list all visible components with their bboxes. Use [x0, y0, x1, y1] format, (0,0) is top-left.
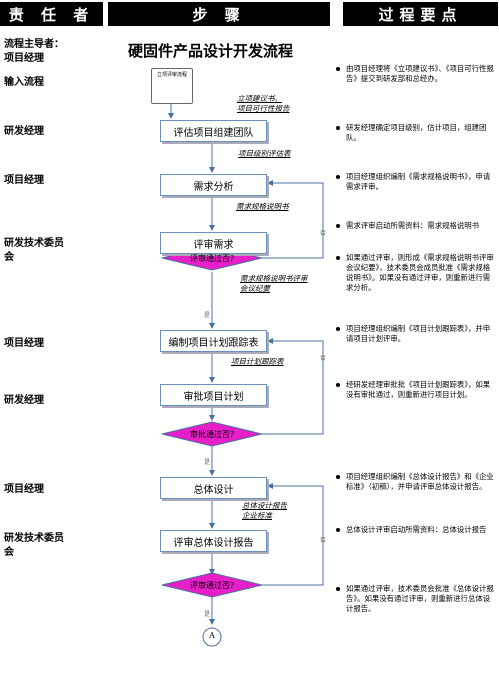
yes-label: 是 [204, 459, 211, 466]
step-assess-team: 评估项目组建团队 [160, 120, 267, 142]
annotation-plan-tracking: 项目计划跟踪表 [231, 357, 284, 366]
point-9: 总体设计评审启动所需资料：总体设计报告 [336, 525, 496, 535]
point-4: 需求评审启动所需资料：需求规格说明书 [336, 221, 496, 231]
step-review-design-report: 评审总体设计报告 [160, 530, 267, 552]
point-10: 如果通过评审，技术委员会批准《总体设计报告》。如果没有通过评审，则重新进行总体设… [336, 584, 496, 614]
step-approve-plan: 审批项目计划 [160, 384, 267, 406]
role-project-manager: 项目经理 [4, 175, 44, 186]
decision-review-1: 评审通过否? [189, 254, 235, 263]
point-8: 项目经理组织编制《总体设计报告》和《企业标准》（初稿），并申请评审总体设计报告。 [336, 472, 496, 492]
annotation-proposal-docs: 立项建议书、 项目可行性报告 [237, 94, 290, 113]
step-review-requirement: 评审需求 [160, 232, 267, 254]
no-label: 否 [320, 537, 327, 544]
point-6: 项目经理组织编制《项目计划跟踪表》，并申请项目计划评审。 [336, 324, 496, 344]
header-steps: 步 骤 [108, 2, 330, 26]
role-lead: 流程主导者： 项目经理 [4, 39, 64, 64]
decision-shapes [161, 245, 263, 598]
annotation-requirement-spec: 需求规格说明书 [236, 202, 289, 211]
flow-title: 硬固件产品设计开发流程 [128, 42, 294, 60]
yes-label: 是 [204, 611, 211, 618]
no-label: 否 [320, 230, 327, 237]
yes-label: 是 [204, 312, 211, 319]
connector-a: A [209, 631, 215, 640]
step-requirement-analysis: 需求分析 [160, 174, 267, 196]
role-rd-manager: 研发经理 [4, 395, 44, 406]
step-plan-tracking: 编制项目计划跟踪表 [160, 330, 267, 352]
point-1: 由项目经理将《立项建议书》、《项目可行性报告》提交到研发部和总经办。 [336, 64, 496, 84]
start-document: 立项评审流程 [151, 68, 193, 104]
annotation-review-minutes: 需求规格说明书评审 会议纪要 [240, 274, 308, 293]
point-2: 研发经理确定项目级别，估计项目，组建团队。 [336, 123, 496, 143]
header-key-points: 过程要点 [343, 2, 498, 26]
role-tech-committee: 研发技术委员 会 [4, 533, 64, 558]
no-label: 否 [320, 355, 327, 362]
point-3: 项目经理组织编制《需求规格说明书》，申请需求评审。 [336, 172, 496, 192]
step-overall-design: 总体设计 [160, 477, 267, 499]
decision-approve: 审批通过否? [189, 430, 235, 439]
header-responsible: 责 任 者 [0, 2, 103, 26]
role-project-manager: 项目经理 [4, 484, 44, 495]
annotation-level-assessment: 项目级别评估表 [238, 149, 291, 158]
annotation-design-report: 总体设计报告 企业标准 [242, 501, 287, 520]
point-5: 如果通过评审，则形成《需求规格说明书评审会议纪要》，技术委员会成员批准《需求规格… [336, 253, 496, 293]
point-7: 经研发经理审批批《项目计划跟踪表》，如果没有审批通过，则重新进行项目计划。 [336, 380, 496, 400]
role-input: 输入流程 [4, 77, 44, 88]
role-tech-committee: 研发技术委员 会 [4, 238, 64, 263]
decision-review-2: 评审通过否? [189, 581, 235, 590]
role-project-manager: 项目经理 [4, 338, 44, 349]
role-rd-manager: 研发经理 [4, 126, 44, 137]
